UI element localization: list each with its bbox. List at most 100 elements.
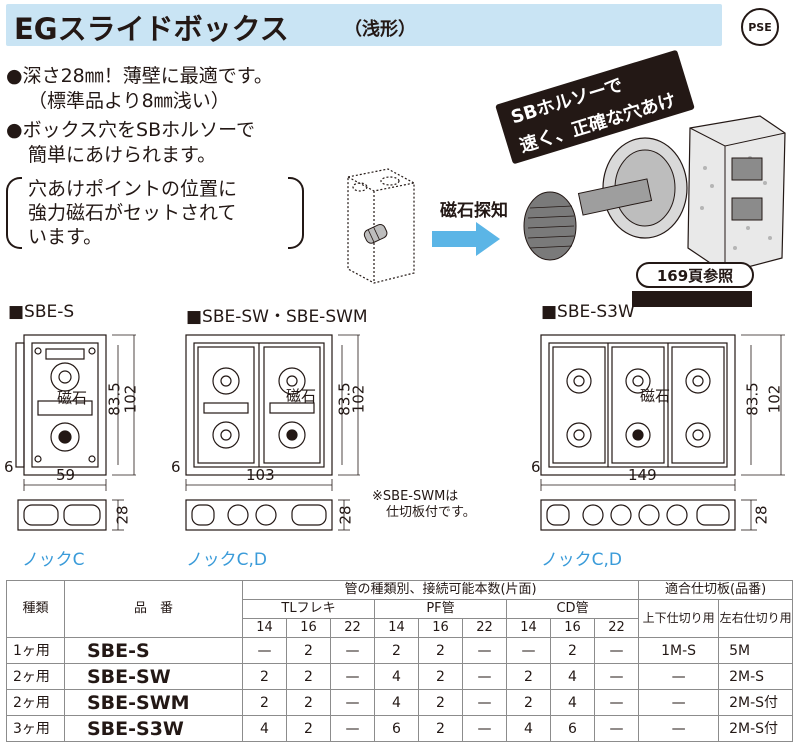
box-magnet-illustration: [347, 168, 415, 284]
header-partition: 適合仕切板(品番): [638, 580, 794, 600]
cell-value: 2: [286, 663, 331, 690]
cell-value: 2: [374, 637, 419, 664]
cell-value: 2: [506, 689, 551, 716]
cell-value: 4: [550, 663, 595, 690]
cell-value: 2: [418, 637, 463, 664]
sbe-s3w-width: 149: [628, 466, 657, 484]
sbe-s-side: 6: [4, 458, 14, 476]
cell-value: —: [330, 689, 375, 716]
swm-note-line-1: ※SBE-SWMは: [372, 489, 459, 504]
cell-part-number: SBE-SWM: [64, 689, 243, 716]
magnet-detect-label: 磁石探知: [440, 201, 508, 221]
sbe-sw-depth: 28: [336, 505, 355, 525]
feature-line-4: 簡単にあけられます。: [28, 144, 217, 166]
header-cd: CD管: [505, 599, 640, 619]
arrow-right-icon: [432, 222, 500, 256]
cell-value: —: [462, 637, 507, 664]
cell-value: —: [593, 689, 640, 716]
header-size: 16: [418, 618, 463, 638]
sbe-sw-magnet-label: 磁石: [286, 387, 317, 405]
feature-line-2: （標準品より8㎜浅い）: [28, 90, 230, 112]
header-part-number: 品 番: [64, 580, 243, 638]
cell-up-down: —: [638, 689, 720, 716]
cell-value: —: [330, 663, 375, 690]
cell-value: 4: [374, 689, 419, 716]
note-line-1: 穴あけポイントの位置に: [28, 178, 238, 200]
table-row: 1ヶ用 SBE-S — 2 — 2 2 — — 2 — 1M-S 5M: [6, 637, 794, 664]
cell-value: 4: [506, 715, 551, 742]
header-left-right: 左右仕切り用: [718, 599, 794, 638]
cell-value: 6: [374, 715, 419, 742]
page-ref-badge: 169頁参照: [636, 262, 754, 288]
sbe-s-knock: ノックC: [22, 550, 85, 570]
header-size: 14: [374, 618, 419, 638]
cell-value: 6: [550, 715, 595, 742]
sbe-sw-height-102: 102: [349, 384, 368, 414]
cell-up-down: —: [638, 663, 720, 690]
cell-kind: 2ヶ用: [6, 689, 65, 716]
cell-value: 2: [286, 689, 331, 716]
hole-saw-illustration: [523, 115, 786, 274]
cell-kind: 1ヶ用: [6, 637, 65, 664]
cell-value: 2: [418, 689, 463, 716]
cell-value: —: [462, 689, 507, 716]
swm-note-line-2: 仕切板付です。: [386, 505, 476, 520]
feature-line-3: ●ボックス穴をSBホルソーで: [6, 119, 255, 141]
page-title: EGスライドボックス: [14, 12, 289, 46]
cell-left-right: 2M-S付: [718, 715, 794, 742]
cell-up-down: —: [638, 715, 720, 742]
sbe-s3w-side: 6: [531, 458, 541, 476]
cell-value: —: [462, 715, 507, 742]
cell-value: —: [330, 715, 375, 742]
feature-line-1: ●深さ28㎜！薄壁に最適です。: [6, 65, 273, 87]
cell-up-down: 1M-S: [638, 637, 720, 664]
sbe-s-depth: 28: [113, 505, 132, 525]
cell-value: —: [330, 637, 375, 664]
cell-value: 2: [286, 715, 331, 742]
cell-value: 2: [506, 663, 551, 690]
sbe-s3w-height-83: 83.5: [743, 382, 762, 416]
cell-value: 4: [374, 663, 419, 690]
pse-mark-icon: PSE: [741, 8, 779, 46]
header-size: 14: [242, 618, 287, 638]
sbe-s-width: 59: [56, 466, 76, 484]
title-bar: [6, 4, 722, 46]
cell-value: —: [593, 663, 640, 690]
cell-value: 2: [418, 715, 463, 742]
cell-value: 2: [550, 637, 595, 664]
header-pipes: 管の種類別、接続可能本数(片面): [241, 580, 640, 600]
swm-note: ※SBE-SWMは 仕切板付です。: [372, 489, 476, 521]
table-row: 3ヶ用 SBE-S3W 4 2 — 6 2 — 4 6 — — 2M-S付: [6, 715, 794, 742]
cell-value: —: [506, 637, 551, 664]
label-sbe-sw: ■SBE-SW・SBE-SWM: [186, 307, 368, 327]
sbe-s3w-magnet-label: 磁石: [640, 387, 671, 405]
cell-part-number: SBE-S: [64, 637, 243, 664]
note-box: 穴あけポイントの位置に 強力磁石がセットされて います。: [6, 177, 304, 249]
header-pf: PF管: [374, 599, 507, 619]
sbe-s3w-knock: ノックC,D: [541, 550, 623, 570]
sbe-s-magnet-label: 磁石: [57, 389, 88, 407]
cell-kind: 2ヶ用: [6, 663, 65, 690]
header-size: 22: [330, 618, 375, 638]
cell-value: —: [593, 715, 640, 742]
table-row: 2ヶ用 SBE-SWM 2 2 — 4 2 — 2 4 — — 2M-S付: [6, 689, 794, 716]
header-size: 16: [286, 618, 331, 638]
note-line-3: います。: [28, 226, 103, 248]
header-size: 22: [462, 618, 507, 638]
bracket-left: [6, 177, 22, 249]
header-kind: 種類: [6, 580, 65, 638]
cell-kind: 3ヶ用: [6, 715, 65, 742]
sbe-sw-drawing: [185, 334, 360, 531]
black-bar: [632, 291, 752, 307]
sbe-sw-knock: ノックC,D: [186, 550, 268, 570]
header-size: 16: [550, 618, 595, 638]
cell-left-right: 2M-S付: [718, 689, 794, 716]
cell-left-right: 5M: [718, 637, 794, 664]
sbe-s-drawing: [15, 334, 136, 531]
cell-value: —: [242, 637, 287, 664]
cell-value: —: [593, 637, 640, 664]
label-sbe-s3w: ■SBE-S3W: [541, 302, 635, 322]
sbe-s3w-height-102: 102: [765, 384, 784, 414]
sbe-s3w-depth: 28: [752, 505, 771, 525]
cell-part-number: SBE-SW: [64, 663, 243, 690]
